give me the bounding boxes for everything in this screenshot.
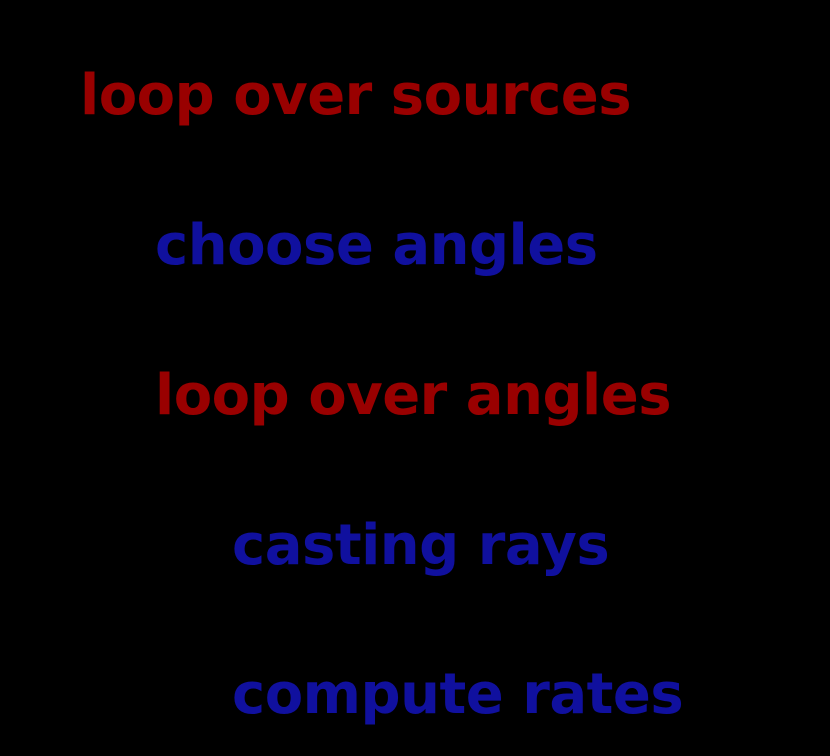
pseudocode-line-loop-over-angles: loop over angles	[155, 363, 672, 428]
pseudocode-line-choose-angles: choose angles	[155, 213, 598, 278]
pseudocode-line-loop-over-sources: loop over sources	[80, 63, 632, 128]
pseudocode-line-casting-rays: casting rays	[232, 513, 610, 578]
pseudocode-line-compute-rates: compute rates	[232, 662, 684, 727]
